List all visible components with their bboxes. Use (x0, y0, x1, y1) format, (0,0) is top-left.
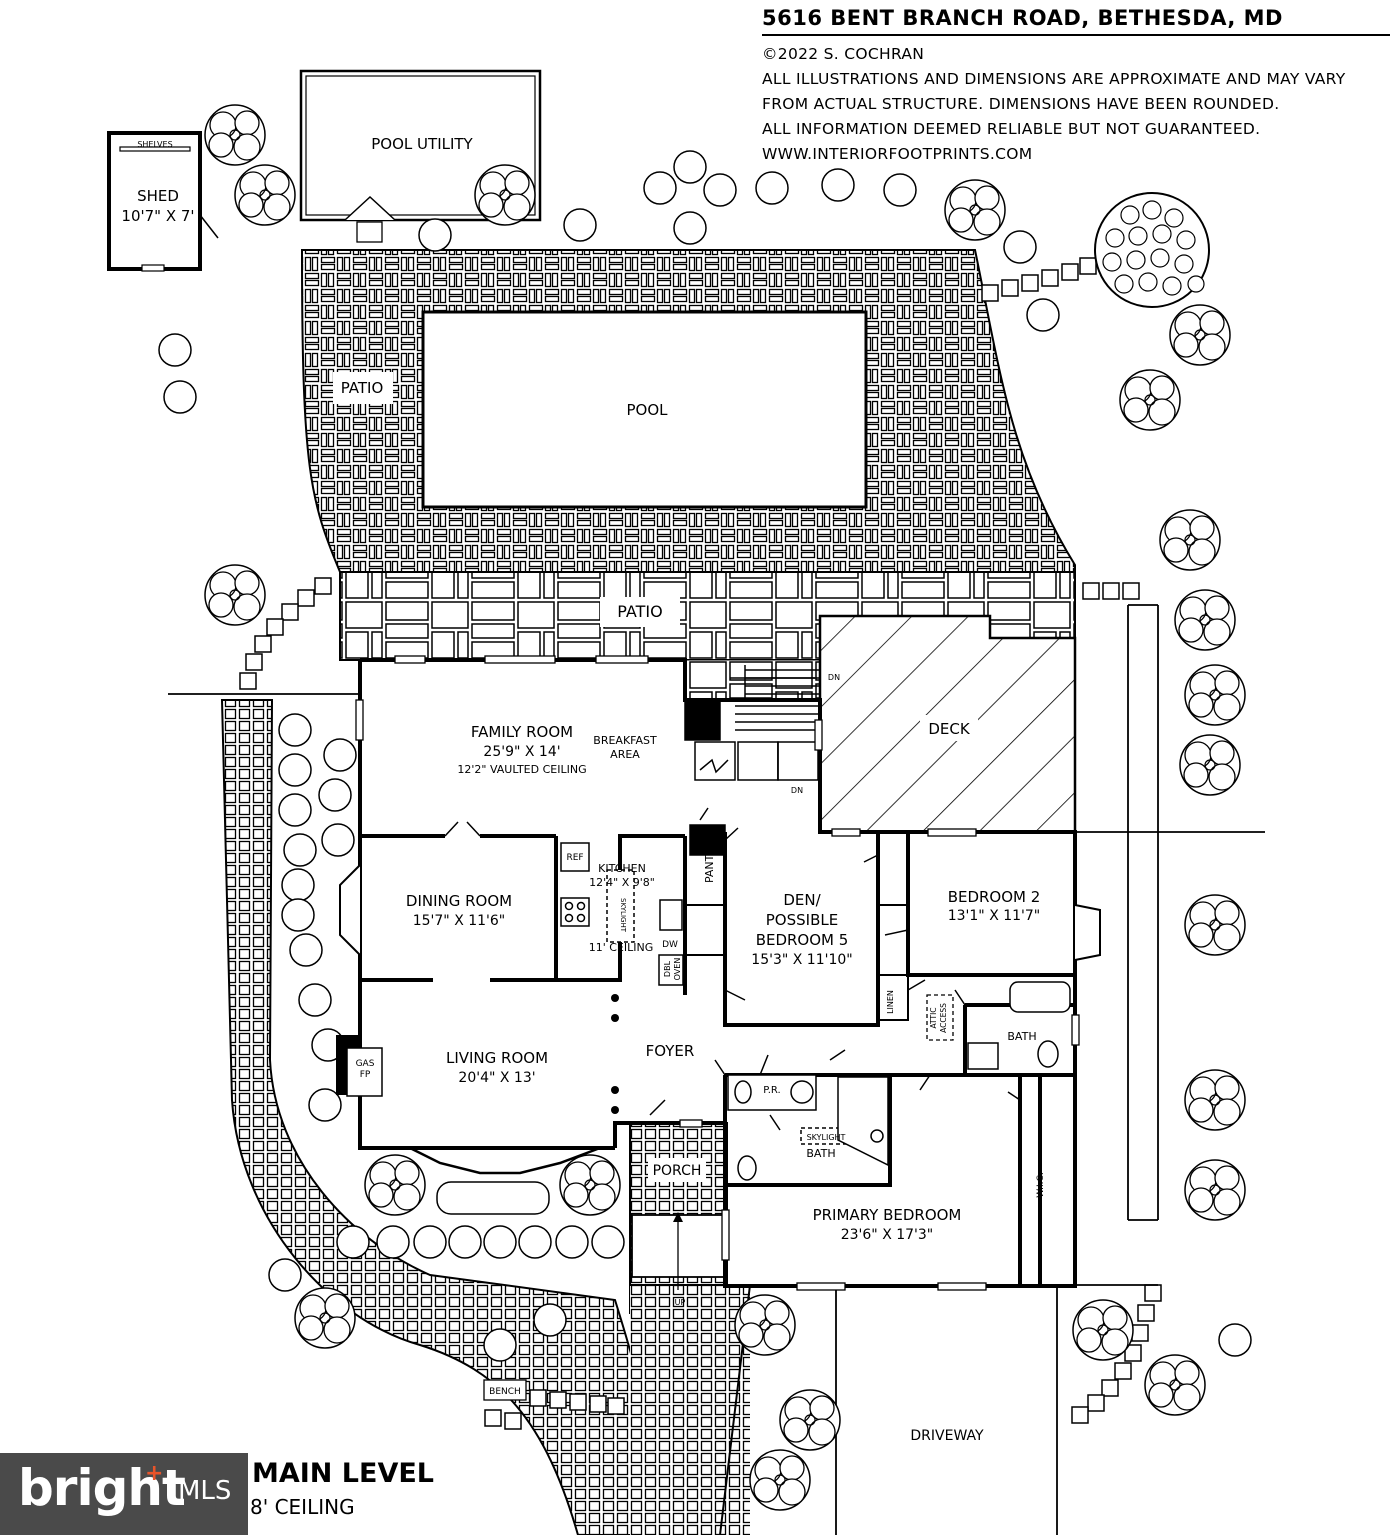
stepping-stones (239, 257, 1162, 1430)
dbl-oven-label-2: OVEN (673, 958, 682, 981)
ref-label: REF (566, 853, 583, 863)
primary-bedroom-dims: 23'6" X 17'3" (841, 1227, 934, 1243)
bench-label: BENCH (489, 1387, 521, 1397)
pantry-label: PANTRY (703, 841, 716, 883)
family-room-label: FAMILY ROOM (471, 723, 573, 741)
plan-header: 5616 BENT BRANCH ROAD, BETHESDA, MD ©202… (762, 6, 1390, 167)
bath-skylight-label: SKYLIGHT (807, 1133, 846, 1142)
disclaimer-line-1: ALL ILLUSTRATIONS AND DIMENSIONS ARE APP… (762, 70, 1346, 88)
level-title: MAIN LEVEL (252, 1458, 434, 1489)
pool-utility-label: POOL UTILITY (371, 135, 473, 153)
den-label-3: BEDROOM 5 (756, 931, 849, 949)
hall-bath-fixtures (967, 981, 1071, 1070)
primary-bedroom-label: PRIMARY BEDROOM (813, 1206, 962, 1224)
breakfast-label-2: AREA (610, 748, 640, 761)
dining-room-dims: 15'7" X 11'6" (413, 913, 506, 929)
foyer-label: FOYER (646, 1042, 695, 1060)
primary-bath-label: BATH (806, 1147, 835, 1160)
linen-label: LINEN (886, 990, 895, 1014)
shelves-label: SHELVES (137, 140, 172, 149)
kitchen-ceiling: 11' CEILING (589, 941, 654, 954)
windows (355, 655, 1080, 1291)
level-ceiling: 8' CEILING (250, 1495, 355, 1519)
up-label: UP (675, 1298, 686, 1307)
driveway-label: DRIVEWAY (910, 1428, 984, 1444)
den-dims: 15'3" X 11'10" (751, 952, 852, 968)
kitchen-label: KITCHEN (598, 862, 646, 875)
primary-bath-fixtures (727, 1074, 889, 1181)
kitchen-skylight-label: SKYLIGHT (619, 898, 627, 933)
kitchen-dims: 12'4" X 9'8" (589, 876, 655, 889)
dn-top-label: DN (828, 673, 840, 682)
spark-icon: + (145, 1461, 164, 1486)
fence-lines (168, 604, 1265, 1535)
disclaimer-line-3: ALL INFORMATION DEEMED RELIABLE BUT NOT … (762, 120, 1261, 138)
bay-windows (339, 864, 1101, 961)
foyer-columns (611, 994, 619, 1114)
door-swings (444, 807, 1021, 1131)
den-label-2: POSSIBLE (766, 911, 838, 929)
shed (107, 131, 219, 272)
fireplace (336, 1035, 383, 1097)
powder-room-label: P.R. (763, 1085, 780, 1096)
deck-label: DECK (928, 720, 971, 738)
closets (684, 904, 954, 1041)
gas-fp-label-1: GAS (356, 1059, 375, 1069)
shed-dims: 10'7" X 7' (121, 207, 194, 225)
kitchen-fixtures (560, 824, 726, 986)
dn-bottom-label: DN (791, 786, 803, 795)
attic-label-2: ACCESS (939, 1003, 948, 1033)
copyright-line: ©2022 S. COCHRAN (762, 45, 925, 63)
disclaimer-line-2: FROM ACTUAL STRUCTURE. DIMENSIONS HAVE B… (762, 95, 1280, 113)
wic-label: W.I.C. (1036, 1172, 1046, 1197)
patio-left-label: PATIO (341, 379, 384, 397)
pool (421, 310, 868, 509)
stairs (684, 665, 820, 781)
gas-fp-label-2: FP (360, 1070, 371, 1080)
dbl-oven-label-1: DBL (663, 960, 672, 977)
family-room-ceiling: 12'2" VAULTED CEILING (457, 763, 586, 776)
den-label-1: DEN/ (783, 891, 821, 909)
property-address: 5616 BENT BRANCH ROAD, BETHESDA, MD (762, 6, 1390, 36)
brand-name: bright (18, 1459, 186, 1517)
patio-main-label: PATIO (617, 602, 662, 621)
breakfast-label-1: BREAKFAST (593, 734, 657, 747)
brand-suffix: MLS (178, 1476, 232, 1506)
pool-label: POOL (626, 401, 668, 419)
bright-mls-logo: bright + MLS (0, 1453, 248, 1535)
shed-label: SHED (137, 187, 179, 205)
living-room-label: LIVING ROOM (446, 1049, 548, 1067)
bedroom2-label: BEDROOM 2 (948, 888, 1041, 906)
dw-label: DW (662, 940, 678, 950)
attic-label-1: ATTIC (929, 1007, 938, 1028)
bedroom2-dims: 13'1" X 11'7" (948, 908, 1041, 924)
dining-room-label: DINING ROOM (406, 892, 512, 910)
website-line: WWW.INTERIORFOOTPRINTS.COM (762, 145, 1033, 163)
porch-label: PORCH (653, 1163, 702, 1179)
family-room-dims: 25'9" X 14' (483, 744, 560, 760)
hall-bath-label: BATH (1007, 1030, 1036, 1043)
living-room-dims: 20'4" X 13' (458, 1070, 535, 1086)
big-tree (1094, 192, 1210, 308)
